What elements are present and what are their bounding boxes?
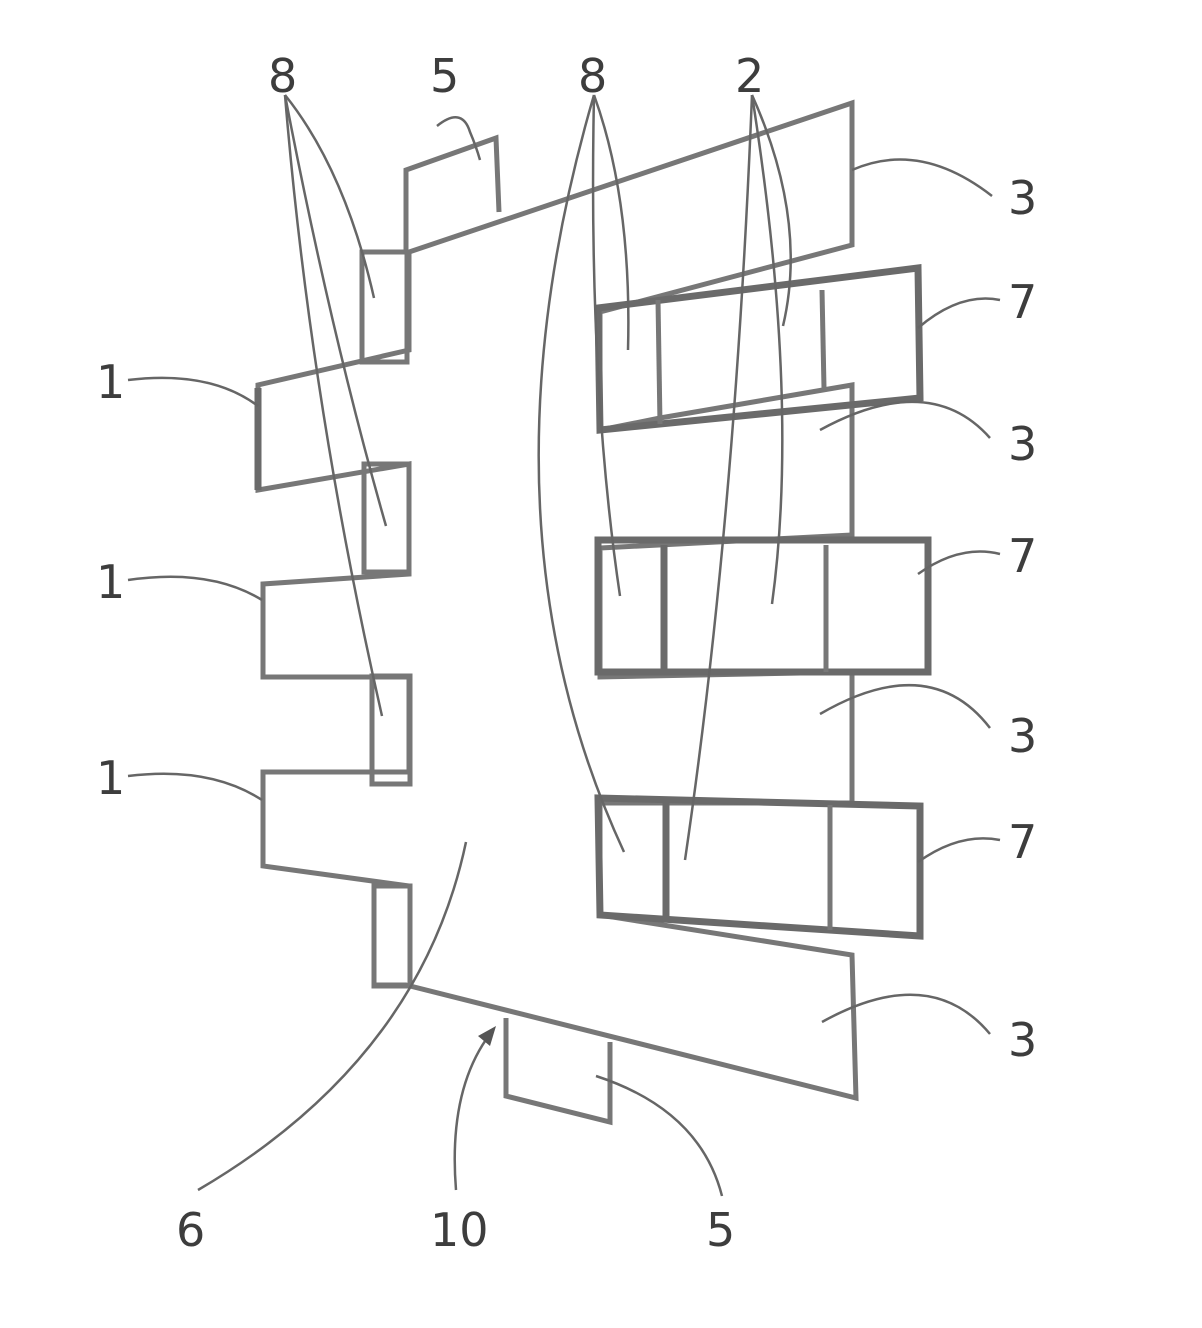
leader-3d — [822, 995, 990, 1034]
leader-8a-3 — [285, 95, 382, 716]
leader-8b-3 — [539, 95, 624, 852]
right-assembly-bottom — [598, 798, 920, 936]
label-1-b: 1 — [96, 555, 125, 609]
label-3-c: 3 — [1008, 709, 1037, 763]
left-components — [258, 138, 610, 1122]
component-8-left-bottom — [374, 886, 410, 986]
reference-numerals: 8 5 8 2 3 7 3 7 3 7 3 1 1 1 6 10 5 — [96, 49, 1037, 1257]
label-3-d: 3 — [1008, 1013, 1037, 1067]
leader-7c — [918, 838, 1000, 862]
component-8-left-top — [362, 252, 407, 362]
label-2: 2 — [735, 49, 764, 103]
label-7-c: 7 — [1008, 815, 1037, 869]
assembly-top-divider-2 — [822, 290, 824, 388]
leader-lines — [128, 95, 1000, 1196]
leader-2-2 — [752, 95, 782, 604]
label-8-left: 8 — [268, 49, 297, 103]
label-1-c: 1 — [96, 751, 125, 805]
label-10: 10 — [430, 1203, 489, 1257]
assembly-mid-frame — [598, 540, 928, 672]
label-5-top: 5 — [430, 49, 459, 103]
label-5-bottom: 5 — [706, 1203, 735, 1257]
leader-3a — [852, 160, 992, 196]
leader-5-bottom — [596, 1076, 722, 1196]
label-7-a: 7 — [1008, 275, 1037, 329]
label-1-a: 1 — [96, 355, 125, 409]
leader-6 — [198, 842, 466, 1190]
leader-8a-2 — [285, 95, 386, 526]
arrowhead-10 — [478, 1026, 496, 1046]
right-assembly-top — [598, 268, 920, 430]
leader-1b — [128, 577, 262, 600]
label-8-right: 8 — [578, 49, 607, 103]
right-assembly-mid — [598, 540, 928, 672]
assembly-top-divider-1 — [658, 300, 660, 424]
label-6: 6 — [176, 1203, 205, 1257]
assembly-top-frame — [598, 268, 920, 430]
leader-10 — [455, 1034, 490, 1190]
label-3-b: 3 — [1008, 417, 1037, 471]
leader-7a — [918, 299, 1000, 328]
leader-3c — [820, 685, 990, 728]
label-3-a: 3 — [1008, 171, 1037, 225]
leader-1a — [128, 378, 258, 406]
leader-2-3 — [685, 95, 752, 860]
leader-1c — [128, 774, 262, 800]
label-7-b: 7 — [1008, 529, 1037, 583]
assembly-bottom-frame — [598, 798, 920, 936]
component-8-left-mid — [364, 464, 409, 572]
